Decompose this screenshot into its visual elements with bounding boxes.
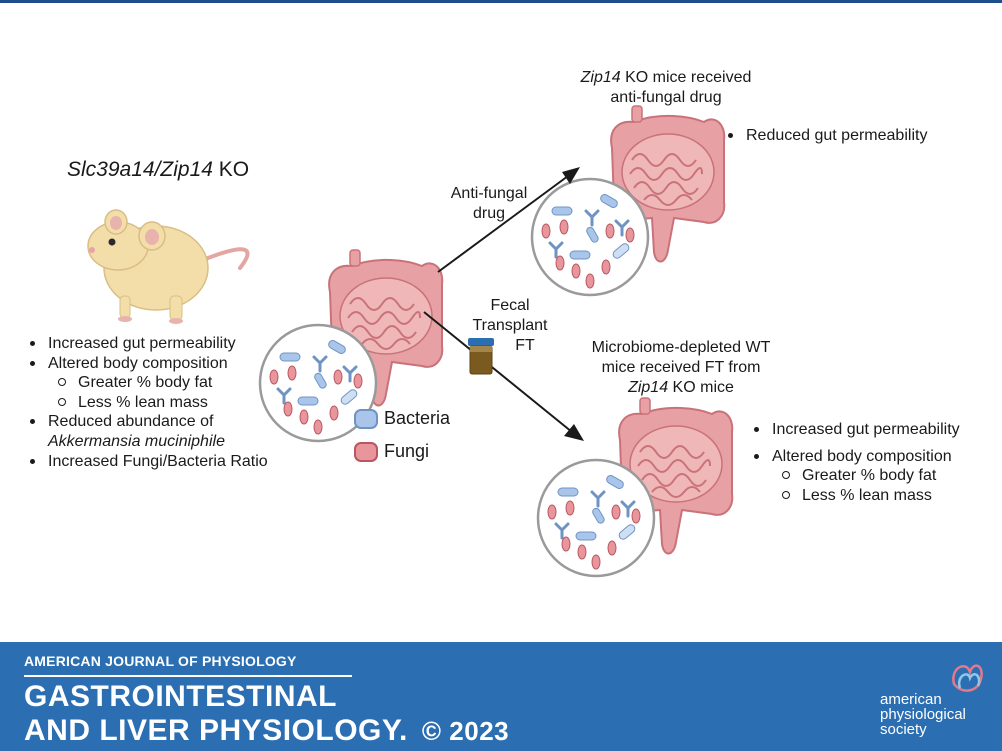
bottom-right-title: Microbiome-depleted WT mice received FT … xyxy=(591,339,771,396)
list-item: Increased gut permeability xyxy=(22,334,268,354)
legend-bacteria: Bacteria xyxy=(354,408,450,429)
arrow-antifungal xyxy=(437,167,580,273)
fungi-swatch xyxy=(354,441,378,462)
top-right-findings-list: Reduced gut permeability xyxy=(720,126,927,146)
legend-fungi: Fungi xyxy=(354,441,450,462)
society-logo-icon xyxy=(952,664,983,692)
list-item: Reduced gut permeability xyxy=(720,126,927,146)
top-rule xyxy=(0,0,1002,3)
arrow-fecal-transplant xyxy=(423,311,584,441)
mouse-illustration xyxy=(87,209,250,324)
legend: Bacteria Fungi xyxy=(354,408,450,462)
journal-subtitle: AMERICAN JOURNAL OF PHYSIOLOGY xyxy=(24,653,297,669)
list-item: Altered body composition xyxy=(22,354,268,374)
fecal-transplant-label: Fecal Transplant FT xyxy=(472,297,548,354)
journal-title-line1: GASTROINTESTINAL xyxy=(24,680,337,713)
bacteria-swatch xyxy=(354,408,378,429)
bottom-microbiome-circle xyxy=(536,458,656,578)
society-name: american physiological society xyxy=(880,691,966,738)
top-microbiome-circle xyxy=(530,177,650,297)
journal-title-line2: AND LIVER PHYSIOLOGY.© 2023 xyxy=(24,714,510,747)
list-item: Greater % body fat xyxy=(746,466,960,486)
left-findings-list: Increased gut permeability Altered body … xyxy=(22,334,268,471)
list-item: Increased Fungi/Bacteria Ratio xyxy=(22,452,268,472)
top-right-title: Zip14 KO mice received anti-fungal drug xyxy=(580,69,752,106)
list-item: Increased gut permeability xyxy=(746,420,960,440)
diagram-illustrations xyxy=(87,105,734,578)
left-title: Slc39a14/Zip14 KO xyxy=(67,158,250,181)
list-item: Reduced abundance of xyxy=(22,412,268,432)
bottom-right-findings-list: Increased gut permeability Altered body … xyxy=(746,420,960,505)
fecal-jar-icon xyxy=(468,338,494,375)
copyright: © 2023 xyxy=(421,716,510,746)
list-item: Greater % body fat xyxy=(22,373,268,393)
list-item: Altered body composition xyxy=(746,447,960,467)
list-item: Akkermansia muciniphile xyxy=(48,432,225,450)
journal-banner: AMERICAN JOURNAL OF PHYSIOLOGY GASTROINT… xyxy=(0,642,1002,751)
journal-divider xyxy=(24,675,352,677)
list-item: Less % lean mass xyxy=(746,486,960,506)
antifungal-label: Anti-fungal drug xyxy=(450,185,528,222)
list-item: Less % lean mass xyxy=(22,393,268,413)
